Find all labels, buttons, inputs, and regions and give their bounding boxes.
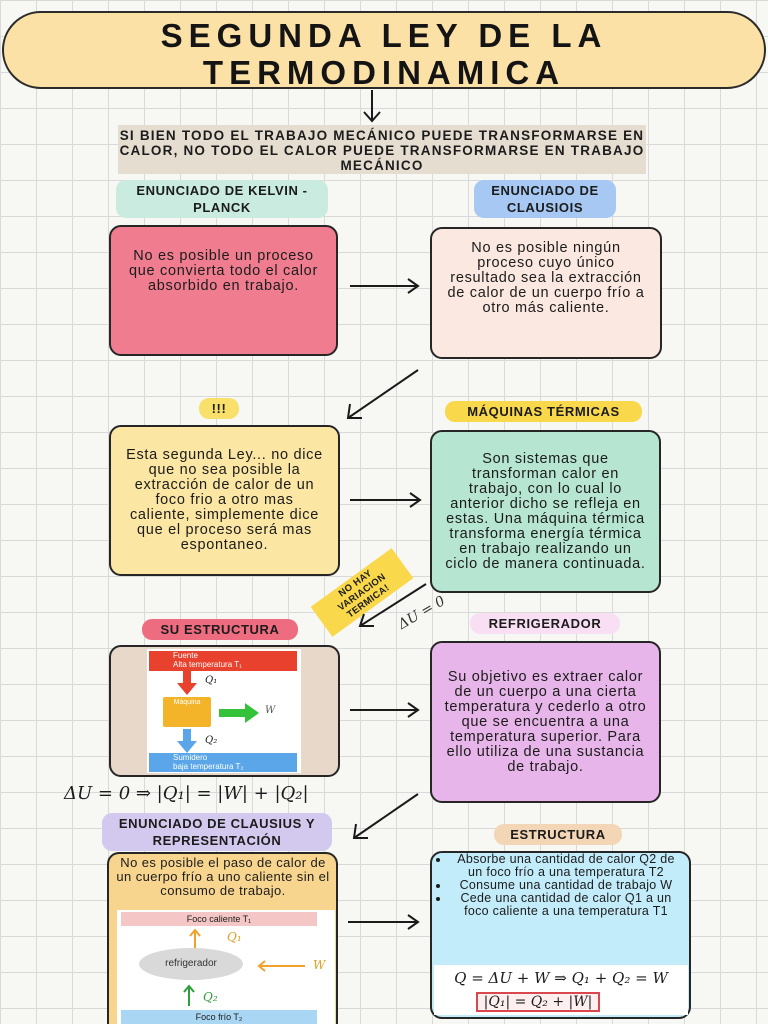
refri-w-label: W — [313, 958, 326, 972]
fuente-sublabel: Alta temperatura T₁ — [173, 660, 242, 669]
arrow-diagonal-icon — [346, 369, 419, 419]
estructura2-label: ESTRUCTURA — [494, 824, 622, 845]
list-item: Cede una cantidad de calor Q1 a un foco … — [450, 892, 682, 918]
clausius-text: No es posible ningún proceso cuyo único … — [447, 240, 645, 316]
maquina-label: Máquina — [173, 699, 201, 706]
refrigerator-diagram: Foco caliente T₁ Q₁ refrigerador W Q₂ Fo… — [117, 910, 335, 1024]
refri-q2-label: Q₂ — [203, 990, 218, 1004]
maquina-box: Máquina — [163, 697, 211, 727]
refrigerador-ellipse: refrigerador — [139, 948, 243, 980]
kelvin-label: ENUNCIADO DE KELVIN - PLANCK — [116, 180, 328, 218]
kelvin-card: No es posible un proceso que convierta t… — [109, 225, 338, 356]
list-item: Absorbe una cantidad de calor Q2 de un f… — [450, 853, 682, 879]
title-line-2: TERMODINAMICA — [202, 54, 566, 91]
arrow-up-green-icon — [183, 984, 195, 1006]
clausius-label: ENUNCIADO DE CLAUSIOIS — [474, 180, 616, 218]
arrow-right-icon — [350, 492, 422, 508]
maquinas-label: MÁQUINAS TÉRMICAS — [445, 401, 642, 422]
maquinas-card: Son sistemas que transforman calor en tr… — [430, 430, 661, 593]
arrow-down-blue-icon — [177, 729, 197, 753]
foco-caliente-label: Foco caliente T₁ — [186, 914, 252, 924]
engine-diagram: Fuente Alta temperatura T₁ Q₁ Máquina W … — [147, 649, 301, 773]
refrigerador-label: REFRIGERADOR — [470, 613, 620, 634]
estructura2-card: Absorbe una cantidad de calor Q2 de un f… — [430, 851, 691, 1019]
page-title: SEGUNDA LEY DE LA TERMODINAMICA — [2, 11, 766, 91]
engine-equation: ΔU = 0 ⇒ |Q₁| = |W| + |Q₂| — [64, 783, 309, 804]
arrow-right-icon — [350, 278, 420, 294]
clausius-card: No es posible ningún proceso cuyo único … — [430, 227, 662, 359]
arrow-right-green-icon — [219, 703, 259, 723]
arrow-down-icon — [363, 90, 381, 123]
q2-label: Q₂ — [205, 735, 218, 746]
list-item: Consume una cantidad de trabajo W — [450, 879, 682, 892]
arrow-diagonal-icon — [352, 793, 419, 839]
refrigerador-text: Su objetivo es extraer calor de un cuerp… — [444, 668, 647, 775]
clausius-rep-label: ENUNCIADO DE CLAUSIUS Y REPRESENTACIÓN — [102, 813, 332, 851]
equation-1: Q = ΔU + W ⇒ Q₁ + Q₂ = W — [454, 969, 668, 987]
q1-label: Q₁ — [205, 675, 218, 686]
fuente-box: Fuente Alta temperatura T₁ — [149, 651, 297, 671]
arrow-left-orange-icon — [257, 960, 305, 972]
intro-banner: SI BIEN TODO EL TRABAJO MECÁNICO PUEDE T… — [118, 125, 646, 174]
estructura2-list: Absorbe una cantidad de calor Q2 de un f… — [432, 853, 690, 918]
exclaim-label: !!! — [199, 398, 239, 419]
sumidero-box: Sumidero baja temperatura T₂ — [149, 753, 297, 772]
kelvin-text: No es posible un proceso que convierta t… — [129, 248, 318, 294]
clausius-rep-text: No es posible el paso de calor de un cue… — [116, 855, 330, 898]
arrow-right-icon — [348, 914, 420, 930]
equation-2: |Q₁| = Q₂ + |W| — [476, 992, 600, 1012]
exclaim-text: Esta segunda Ley... no dice que no sea p… — [126, 447, 323, 553]
title-line-1: SEGUNDA LEY DE LA — [160, 17, 608, 54]
foco-frio-label: Foco frío T₂ — [195, 1012, 243, 1022]
sumidero-sublabel: baja temperatura T₂ — [173, 762, 244, 771]
w-label: W — [265, 705, 276, 716]
exclaim-card: Esta segunda Ley... no dice que no sea p… — [109, 425, 340, 576]
refrigerador-card: Su objetivo es extraer calor de un cuerp… — [430, 641, 661, 803]
foco-frio-box: Foco frío T₂ — [121, 1010, 317, 1024]
arrow-down-red-icon — [177, 671, 197, 695]
refri-q1-label: Q₁ — [227, 930, 242, 944]
clausius-rep-card: No es posible el paso de calor de un cue… — [107, 852, 338, 1024]
sumidero-label: Sumidero — [173, 753, 208, 762]
foco-caliente-box: Foco caliente T₁ — [121, 912, 317, 926]
arrow-up-orange-icon — [189, 928, 201, 950]
estructura2-equations: Q = ΔU + W ⇒ Q₁ + Q₂ = W |Q₁| = Q₂ + |W| — [434, 965, 688, 1015]
estructura-diagram-card: Fuente Alta temperatura T₁ Q₁ Máquina W … — [109, 645, 340, 777]
maquinas-text: Son sistemas que transforman calor en tr… — [445, 450, 646, 572]
arrow-diagonal-icon — [358, 583, 427, 627]
arrow-right-icon — [350, 702, 420, 718]
refrigerador-ellipse-label: refrigerador — [165, 958, 217, 969]
fuente-label: Fuente — [173, 651, 198, 660]
estructura-label: SU ESTRUCTURA — [142, 619, 298, 640]
